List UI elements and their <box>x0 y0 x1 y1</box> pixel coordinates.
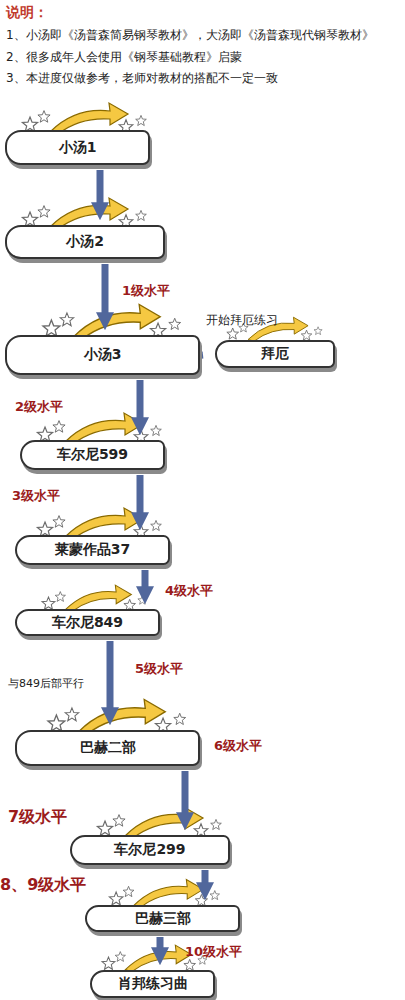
book-box: 车尔尼599 <box>20 440 165 470</box>
level-label: 7级水平 <box>8 807 67 828</box>
book-decoration <box>97 807 221 838</box>
level-label: 5级水平 <box>135 660 183 678</box>
book-decoration <box>43 304 181 338</box>
book-box: 巴赫三部 <box>85 905 240 932</box>
flow-arrow <box>142 570 149 588</box>
note-text: 3、本进度仅做参考，老师对教材的搭配不一定一致 <box>6 70 278 87</box>
book-title: 巴赫三部 <box>135 910 191 928</box>
book-decoration <box>48 699 186 733</box>
book-box: 肖邦练习曲 <box>90 970 215 998</box>
book-box: 车尔尼849 <box>15 609 160 636</box>
level-label: 4级水平 <box>165 582 213 600</box>
title: 说明： <box>6 4 48 22</box>
book-title: 小汤2 <box>66 233 104 251</box>
flow-arrow <box>202 870 209 884</box>
edge-note: 开始拜厄练习 <box>206 312 278 329</box>
book-title: 小汤1 <box>59 139 97 157</box>
book-title: 车尔尼849 <box>52 614 123 632</box>
flow-arrow <box>102 264 109 314</box>
flow-arrow <box>137 475 144 514</box>
book-box: 莱蒙作品37 <box>15 535 170 565</box>
level-label: 3级水平 <box>12 487 60 505</box>
book-title: 拜厄 <box>261 345 289 363</box>
book-title: 莱蒙作品37 <box>55 541 130 559</box>
book-box: 巴赫二部 <box>15 730 200 766</box>
book-title: 车尔尼599 <box>57 446 128 464</box>
book-box: 小汤3 <box>5 335 200 375</box>
level-label: 2级水平 <box>15 398 63 416</box>
book-title: 小汤3 <box>84 346 122 364</box>
book-box: 车尔尼299 <box>70 835 230 865</box>
level-label: 10级水平 <box>185 943 242 961</box>
book-title: 巴赫二部 <box>80 739 136 757</box>
flow-arrow <box>107 641 114 709</box>
flow-arrow <box>137 380 144 419</box>
flow-arrow <box>97 170 104 204</box>
level-label: 与849后部平行 <box>8 676 84 691</box>
book-title: 肖邦练习曲 <box>118 975 188 993</box>
note-text: 1、小汤即《汤普森简易钢琴教材》，大汤即《汤普森现代钢琴教材》 <box>6 27 374 44</box>
book-box: 小汤2 <box>5 225 165 259</box>
flow-arrow <box>157 937 164 949</box>
level-label: 1级水平 <box>122 282 170 300</box>
note-text: 2、很多成年人会使用《钢琴基础教程》启蒙 <box>6 49 242 66</box>
book-decoration <box>42 585 147 611</box>
book-title: 车尔尼299 <box>114 841 185 859</box>
level-label: 6级水平 <box>214 737 262 755</box>
flow-arrow <box>182 771 189 814</box>
book-box: 拜厄 <box>215 340 335 368</box>
level-label: 8、9级水平 <box>0 875 86 896</box>
book-box: 小汤1 <box>5 130 150 165</box>
